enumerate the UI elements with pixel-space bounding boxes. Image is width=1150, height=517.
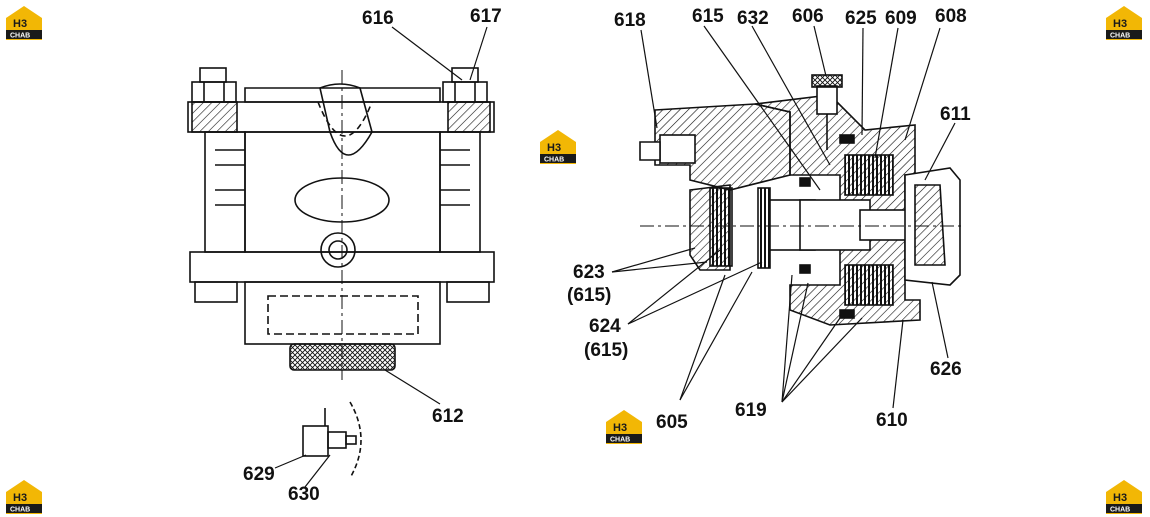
callout-608: 608 xyxy=(935,6,967,27)
leader-lines xyxy=(274,25,956,488)
caliper-section-view xyxy=(639,74,965,326)
callout-616: 616 xyxy=(362,8,394,29)
svg-text:CHAB: CHAB xyxy=(610,437,630,444)
svg-text:H3: H3 xyxy=(13,492,27,504)
callout-615-paren-b: (615) xyxy=(584,340,628,361)
callout-612: 612 xyxy=(432,406,464,427)
callout-626: 626 xyxy=(930,359,962,380)
callout-615: 615 xyxy=(692,6,724,27)
h3chab-logo-bottom-right: H3 CHAB xyxy=(1106,480,1142,514)
callout-625: 625 xyxy=(845,8,877,29)
callout-611: 611 xyxy=(940,104,971,125)
svg-text:CHAB: CHAB xyxy=(1110,507,1130,514)
callout-618: 618 xyxy=(614,10,646,31)
svg-text:CHAB: CHAB xyxy=(1110,33,1130,40)
callout-632: 632 xyxy=(737,8,769,29)
left-top-bolt xyxy=(191,67,237,103)
callout-610: 610 xyxy=(876,410,908,431)
svg-text:CHAB: CHAB xyxy=(544,157,564,164)
callout-617: 617 xyxy=(470,6,502,27)
bleeder-fitting-detail xyxy=(302,401,362,479)
h3chab-logo-bottom-left: H3 CHAB xyxy=(6,480,42,514)
h3chab-logo-top-left: H3 CHAB xyxy=(6,6,42,40)
callout-623: 623 xyxy=(573,262,605,283)
caliper-front-view xyxy=(187,67,495,380)
right-top-bolt xyxy=(442,67,488,103)
callout-606: 606 xyxy=(792,6,824,27)
callout-605: 605 xyxy=(656,412,688,433)
svg-text:H3: H3 xyxy=(1113,18,1127,30)
svg-text:CHAB: CHAB xyxy=(10,507,30,514)
h3chab-logo-bottom-center: H3 CHAB xyxy=(606,410,642,444)
svg-text:H3: H3 xyxy=(547,142,561,154)
callout-624: 624 xyxy=(589,316,621,337)
h3chab-logo-top-right: H3 CHAB xyxy=(1106,6,1142,40)
svg-text:H3: H3 xyxy=(613,422,627,434)
callout-609: 609 xyxy=(885,8,917,29)
svg-text:CHAB: CHAB xyxy=(10,33,30,40)
svg-text:H3: H3 xyxy=(13,18,27,30)
callout-629: 629 xyxy=(243,464,275,485)
callout-615-paren-a: (615) xyxy=(567,285,611,306)
callout-630: 630 xyxy=(288,484,320,505)
h3chab-logo-center: H3 CHAB xyxy=(540,130,576,164)
callout-619: 619 xyxy=(735,400,767,421)
svg-text:H3: H3 xyxy=(1113,492,1127,504)
callout-labels: 616 617 618 615 632 606 625 609 608 611 … xyxy=(243,6,971,505)
